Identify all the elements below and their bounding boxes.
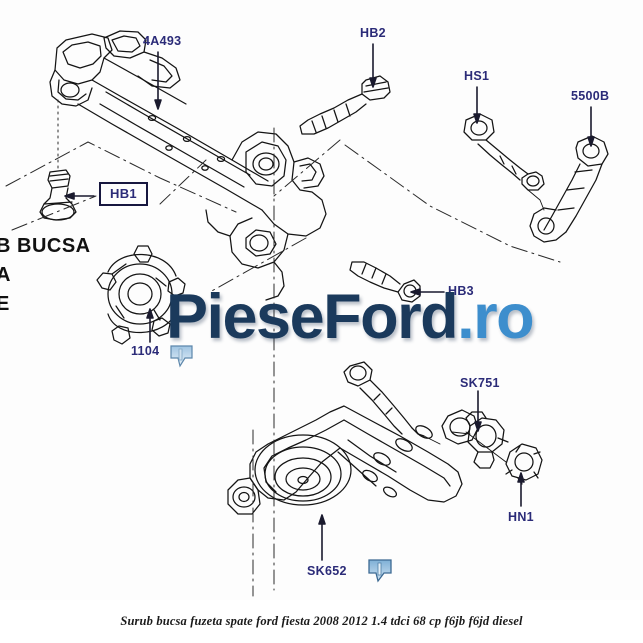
truncated-caption-line-1: B BUCSA xyxy=(0,235,91,257)
lower-arm-nut-shape xyxy=(505,443,543,485)
part-label-HB2: HB2 xyxy=(360,26,386,40)
lower-arm-bolt-shape xyxy=(349,261,421,303)
trailing-arm-link-shape xyxy=(529,135,609,243)
lower-control-arm-shape xyxy=(227,405,479,515)
cursor-badge-upper-icon xyxy=(168,343,198,371)
lower-arm-long-bolt-shape xyxy=(343,361,425,437)
axle-beam-bolt-shape xyxy=(39,169,77,221)
watermark-tld: .ro xyxy=(457,282,535,352)
part-label-SK652: SK652 xyxy=(307,564,347,578)
site-watermark: PieseFord.ro xyxy=(166,286,535,349)
cursor-badge-lower-icon xyxy=(366,557,396,585)
part-label-HS1: HS1 xyxy=(464,69,490,83)
part-label-HB1: HB1 xyxy=(99,182,148,206)
rear-axle-beam-shape xyxy=(49,30,327,301)
part-label-HN1: HN1 xyxy=(508,510,534,524)
truncated-caption-line-2: A xyxy=(0,264,11,286)
stabilizer-link-shape xyxy=(463,113,545,191)
part-label-SK751: SK751 xyxy=(460,376,500,390)
wheel-hub-bearing-shape xyxy=(96,245,186,345)
part-label-5500B: 5500B xyxy=(571,89,610,103)
product-caption: Surub bucsa fuzeta spate ford fiesta 200… xyxy=(120,614,523,628)
diagram-canvas: 4A493 HB1 HB2 HS1 5500B 1104 HB3 SK751 H… xyxy=(0,26,610,597)
upper-link-bolt-shape xyxy=(299,75,391,135)
part-label-4A493: 4A493 xyxy=(143,34,182,48)
spring-seat-bush-shape xyxy=(465,411,509,469)
caption-bar: Surub bucsa fuzeta spate ford fiesta 200… xyxy=(0,600,643,643)
watermark-brand: PieseFord xyxy=(166,282,459,352)
diagram-illustration xyxy=(5,30,609,597)
truncated-caption-line-3: E xyxy=(0,293,10,315)
truncated-left-caption: B BUCSA A E xyxy=(0,232,91,319)
part-label-1104: 1104 xyxy=(131,344,160,358)
part-label-HB3: HB3 xyxy=(448,284,474,298)
